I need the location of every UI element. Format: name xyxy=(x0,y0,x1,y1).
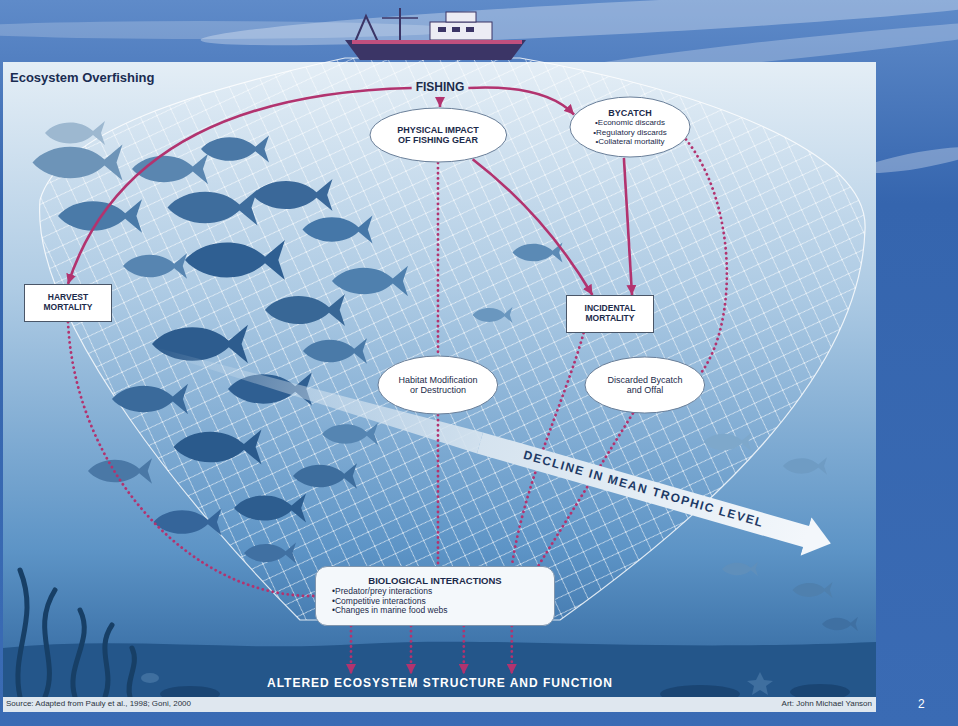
fish xyxy=(322,423,378,445)
bullet-text: •Economic discards xyxy=(595,118,665,127)
fish xyxy=(201,135,269,162)
source-label: FISHING xyxy=(412,79,469,97)
dotted-effect-arrow xyxy=(410,626,413,674)
fish xyxy=(45,121,105,145)
bullet-text: •Competitive interactions xyxy=(332,597,426,607)
bycatch-ellipse: BYCATCH•Economic discards•Regulatory dis… xyxy=(569,96,691,158)
fish xyxy=(234,494,306,523)
window xyxy=(466,27,474,32)
box-text: INCIDENTAL MORTALITY xyxy=(575,304,645,324)
source-credit: Source: Adapted from Pauly et al., 1998;… xyxy=(6,699,191,708)
dotted-effect-arrow xyxy=(437,163,440,355)
window xyxy=(438,27,446,32)
dotted-effect-arrow xyxy=(68,322,315,596)
flow-arrow xyxy=(473,159,593,295)
fish xyxy=(473,307,513,323)
kelp-frond xyxy=(18,570,27,697)
band-text: DECLINE IN MEAN TROPHIC LEVEL xyxy=(522,449,766,531)
ellipse-heading: BYCATCH xyxy=(608,108,651,118)
fish xyxy=(185,240,285,280)
wheelhouse xyxy=(430,22,492,40)
ellipse-shape xyxy=(570,97,690,157)
process-box: HARVEST MORTALITY xyxy=(24,284,112,322)
effect-ellipse: Habitat Modification or Destruction xyxy=(377,355,499,415)
outcome-text: ALTERED ECOSYSTEM STRUCTURE AND FUNCTION xyxy=(267,677,613,691)
fish xyxy=(244,543,296,564)
kelp-frond xyxy=(45,590,55,697)
ellipse-text: Habitat Modification or Destruction xyxy=(398,375,478,396)
process-box: INCIDENTAL MORTALITY xyxy=(566,295,654,333)
kelp-frond xyxy=(105,625,112,697)
fish xyxy=(793,582,833,598)
fishing-vessel xyxy=(345,8,526,60)
seabed xyxy=(3,642,876,697)
kelp xyxy=(18,570,135,697)
box-text: HARVEST MORTALITY xyxy=(33,293,103,313)
fish xyxy=(33,145,123,181)
dotted-effect-arrow xyxy=(437,415,440,566)
slide-number: 2 xyxy=(918,697,925,711)
ellipse-text: PHYSICAL IMPACT OF FISHING GEAR xyxy=(392,125,484,146)
diagram-title: Ecosystem Overfishing xyxy=(10,70,155,85)
fish xyxy=(822,617,858,631)
streak xyxy=(0,21,460,39)
bullet-text: •Changes in marine food webs xyxy=(332,606,447,616)
ellipse-text: Discarded Bycatch and Offal xyxy=(605,375,685,396)
band-arrowhead xyxy=(800,517,836,563)
fish xyxy=(253,179,333,211)
trend-arrow-band: DECLINE IN MEAN TROPHIC LEVEL xyxy=(477,432,810,547)
kelp-frond xyxy=(129,648,134,697)
bullet-text: •Regulatory discards xyxy=(593,128,667,137)
fish xyxy=(152,325,248,363)
band-arrowhead-shape xyxy=(800,517,836,563)
kelp-frond xyxy=(73,610,84,697)
flow-arrow xyxy=(68,88,412,284)
flow-arrow xyxy=(624,158,632,295)
mast xyxy=(399,8,401,40)
fish xyxy=(722,562,758,576)
fish xyxy=(704,432,752,451)
outcome-label: ALTERED ECOSYSTEM STRUCTURE AND FUNCTION xyxy=(263,674,617,694)
hull-stripe xyxy=(352,40,522,44)
fish xyxy=(783,457,827,475)
ellipse-shape xyxy=(378,356,498,414)
starfish xyxy=(747,672,773,695)
mast-spar xyxy=(382,17,418,19)
gantry xyxy=(355,16,378,42)
window xyxy=(452,27,460,32)
fish xyxy=(112,384,188,414)
fish xyxy=(303,216,373,244)
dotted-effect-arrow xyxy=(462,626,465,674)
fish xyxy=(174,429,262,464)
fish xyxy=(265,294,345,326)
interaction-box: BIOLOGICAL INTERACTIONS•Predator/prey in… xyxy=(315,566,555,626)
impact-ellipse: PHYSICAL IMPACT OF FISHING GEAR xyxy=(369,107,508,163)
crab xyxy=(141,673,159,683)
box-heading: BIOLOGICAL INTERACTIONS xyxy=(368,576,501,587)
art-credit: Art: John Michael Yanson xyxy=(782,699,872,708)
ellipse-shape xyxy=(585,357,705,413)
fish xyxy=(332,266,408,296)
fish xyxy=(123,253,187,279)
fish xyxy=(513,243,563,263)
fish xyxy=(293,463,357,489)
flow-arrow xyxy=(439,97,442,107)
source-text: FISHING xyxy=(416,81,465,95)
fish xyxy=(303,338,367,364)
fishing-net xyxy=(40,58,866,620)
ellipse-shape xyxy=(370,108,507,162)
fish-school xyxy=(33,121,859,631)
dotted-effect-arrow xyxy=(510,626,513,674)
bullet-text: •Collateral mortality xyxy=(595,137,664,146)
dotted-effect-arrow xyxy=(350,626,353,674)
effect-ellipse: Discarded Bycatch and Offal xyxy=(584,356,706,414)
fish xyxy=(168,190,258,226)
bullet-text: •Predator/prey interactions xyxy=(332,587,432,597)
footer-strip xyxy=(3,697,876,712)
flow-arrow xyxy=(468,88,574,115)
hull xyxy=(345,40,526,60)
bridge xyxy=(446,12,476,22)
dotted-effect-arrow xyxy=(686,139,727,373)
